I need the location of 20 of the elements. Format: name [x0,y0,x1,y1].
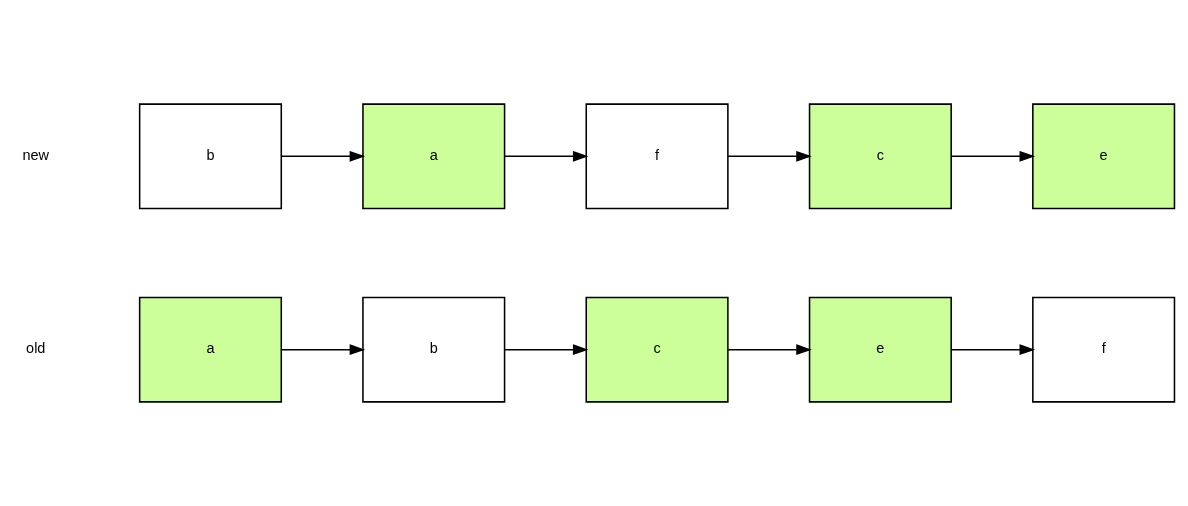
arrow [504,344,589,356]
arrow [504,150,589,162]
arrow [727,150,812,162]
arrow [280,344,366,356]
node-box: e [808,296,952,403]
node-box: a [362,103,506,210]
node-box: f [585,103,729,210]
node-box: b [362,296,506,403]
label: old [26,340,46,357]
node-box: a [138,296,283,403]
arrow [950,150,1036,162]
arrow [950,344,1036,356]
arrow [727,344,812,356]
node-box: c [808,103,952,210]
node-box: b [138,103,283,210]
arrow [280,150,366,162]
node-box: c [585,296,729,403]
label: new [22,147,50,164]
node-box: e [1032,103,1176,210]
node-box: f [1032,296,1176,403]
